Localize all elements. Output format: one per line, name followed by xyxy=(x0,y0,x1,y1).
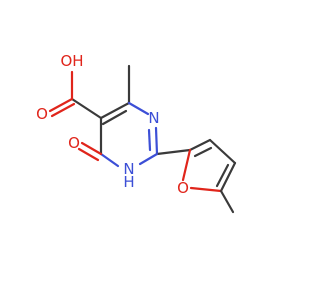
bond-c2-furan xyxy=(155,148,192,156)
bond-furan-c3-c4 xyxy=(208,138,237,165)
label-acid-carbonyl-o: O xyxy=(36,105,48,123)
bond-furan-c5-o xyxy=(189,186,223,193)
bond-c5-c4 xyxy=(99,101,131,120)
label-ketone-o: O xyxy=(68,134,80,152)
bond-furan-c4-c5 xyxy=(219,161,237,193)
bond-c6-o-a xyxy=(80,141,103,156)
bond-n1-c6 xyxy=(99,152,120,168)
label-ring-nh-h: H xyxy=(123,173,134,191)
bond-c-o-double-b xyxy=(50,102,76,118)
bond-furan-c4-c5-double xyxy=(215,163,230,188)
bond-c6-o-b xyxy=(77,147,100,162)
label-furan-o: O xyxy=(177,179,189,197)
bond-c5-cooh xyxy=(70,97,103,120)
bond-furan-methyl xyxy=(219,189,235,214)
bond-c-o-double-a xyxy=(48,97,74,113)
bond-c2-n1 xyxy=(138,152,159,166)
molecule-structure-diagram: OH O N O N H O xyxy=(36,52,237,214)
bond-furan-c2-c3-double xyxy=(193,146,213,158)
bond-n3-c2-b xyxy=(147,128,152,152)
bond-n3-c2-a xyxy=(154,126,159,156)
bond-c4-c4-double xyxy=(101,109,128,126)
bond-c4-n3 xyxy=(127,101,150,116)
label-oh: OH xyxy=(60,52,83,70)
label-ring-n: N xyxy=(148,109,159,127)
label-ring-nh-n: N xyxy=(123,160,134,178)
bond-furan-c2-c3 xyxy=(188,138,212,152)
bond-furan-o-c2 xyxy=(181,148,192,182)
